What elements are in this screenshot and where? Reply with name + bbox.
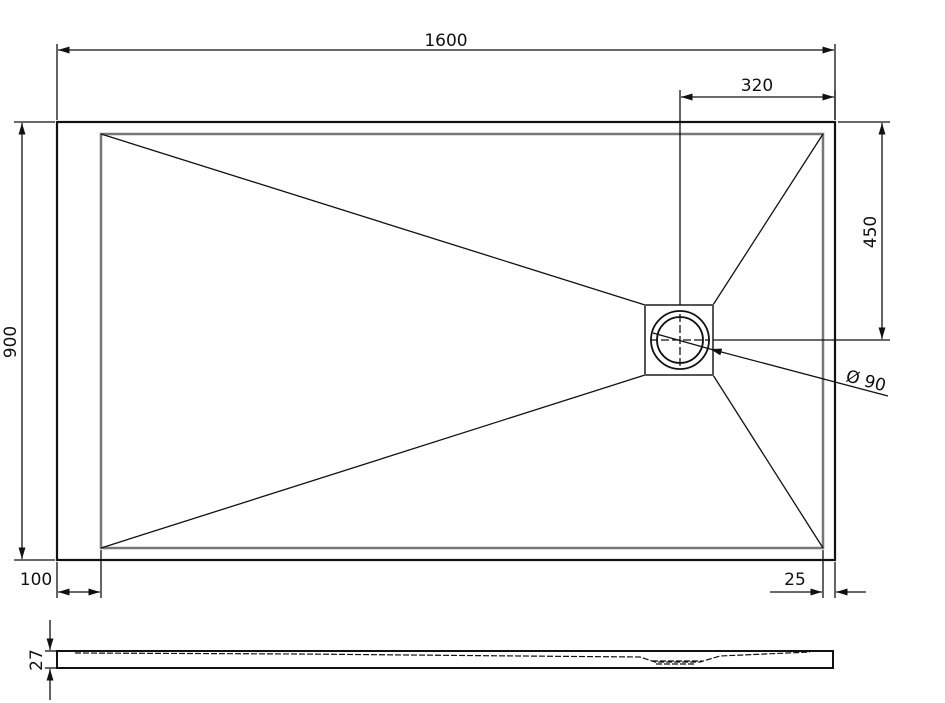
dimension-lines: [14, 44, 890, 700]
dim-drain-y-label: 450: [861, 216, 881, 248]
dim-border-right-label: 25: [784, 570, 806, 590]
dim-length-label: 1600: [424, 31, 467, 51]
dim-width-label: 900: [1, 326, 21, 358]
slope-lines: [100, 133, 824, 549]
side-view: [56, 650, 834, 669]
dim-drain-x-label: 320: [741, 76, 773, 96]
tray-outline: [55, 120, 837, 562]
tray-inner-edge: [99, 132, 825, 550]
dim-drain-diameter-label: Ø 90: [844, 367, 888, 397]
dim-border-left-label: 100: [20, 570, 52, 590]
side-slope-line: [74, 651, 811, 663]
dim-thickness-label: 27: [27, 649, 47, 671]
top-view: [55, 120, 837, 562]
